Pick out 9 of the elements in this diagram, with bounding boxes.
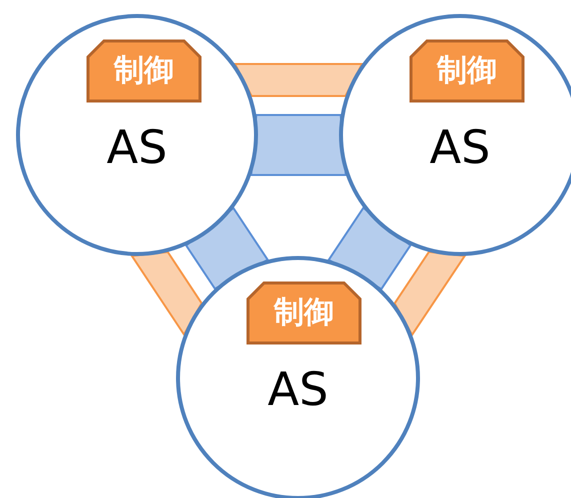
node-label: AS (106, 122, 168, 172)
node-label: AS (428, 122, 492, 172)
tab-badge: 制御 (409, 39, 525, 103)
tab-badge: 制御 (246, 281, 362, 345)
band-connector (130, 250, 203, 336)
node-label: AS (266, 364, 330, 414)
tab-badge: 制御 (86, 39, 202, 103)
band-connector (393, 250, 466, 337)
band-connector (250, 114, 347, 176)
